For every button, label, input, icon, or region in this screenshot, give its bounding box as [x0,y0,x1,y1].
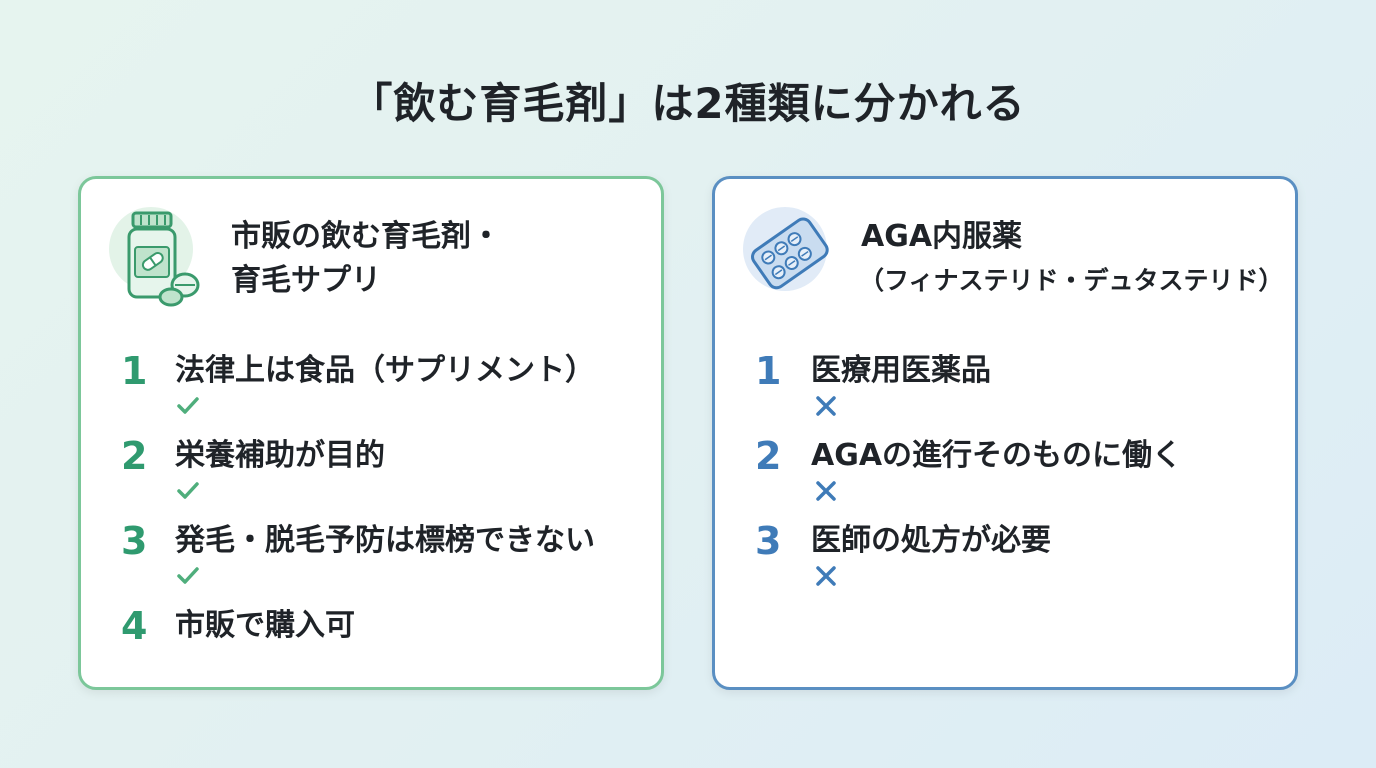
list-item: 2 栄養補助が目的 [115,432,655,516]
list-item: 1 医療用医薬品 [749,347,1289,431]
page-title: 「飲む育毛剤」は2種類に分かれる [350,79,1026,128]
cross-icon [816,481,836,501]
item-text: 栄養補助が目的 [175,438,385,473]
item-number: 3 [755,519,782,563]
list-item: 2 AGAの進行そのものに働く [749,432,1289,516]
check-icon [177,397,199,414]
aga-medicine-card: AGA内服薬 （フィナステリド・デュタステリド） 1 医療用医薬品 2 AGAの… [712,176,1298,690]
list-item: 1 法律上は食品（サプリメント） [115,347,655,431]
heading-line-1: 市販の飲む育毛剤・ [231,219,501,254]
heading-line-1: AGA内服薬 [861,219,1023,254]
heading-line-2: （フィナステリド・デュタステリド） [859,266,1284,295]
supplement-bottle-icon [109,207,200,307]
item-number: 2 [121,434,148,478]
item-number: 4 [121,604,148,648]
check-icon [177,567,199,584]
cross-icon [816,566,836,586]
check-icon [177,482,199,499]
list-item: 3 医師の処方が必要 [749,517,1289,601]
item-number: 2 [755,434,782,478]
item-text: 市販で購入可 [175,608,355,643]
item-text: AGAの進行そのものに働く [811,438,1183,473]
item-text: 医療用医薬品 [811,353,991,388]
list-item: 4 市販で購入可 [115,602,655,686]
list-item: 3 発毛・脱毛予防は標榜できない [115,517,655,601]
supplement-card: 市販の飲む育毛剤・ 育毛サプリ 1 法律上は食品（サプリメント） 2 栄養補助が… [78,176,664,690]
item-number: 3 [121,519,148,563]
cross-icon [816,396,836,416]
item-text: 医師の処方が必要 [811,523,1051,558]
item-number: 1 [121,349,148,393]
item-text: 発毛・脱毛予防は標榜できない [175,523,595,558]
item-text: 法律上は食品（サプリメント） [175,353,595,388]
supplement-heading: 市販の飲む育毛剤・ 育毛サプリ [231,215,501,303]
heading-line-2: 育毛サプリ [231,263,381,298]
aga-heading: AGA内服薬 （フィナステリド・デュタステリド） [859,215,1284,303]
pill-blister-icon [743,207,829,291]
item-number: 1 [755,349,782,393]
